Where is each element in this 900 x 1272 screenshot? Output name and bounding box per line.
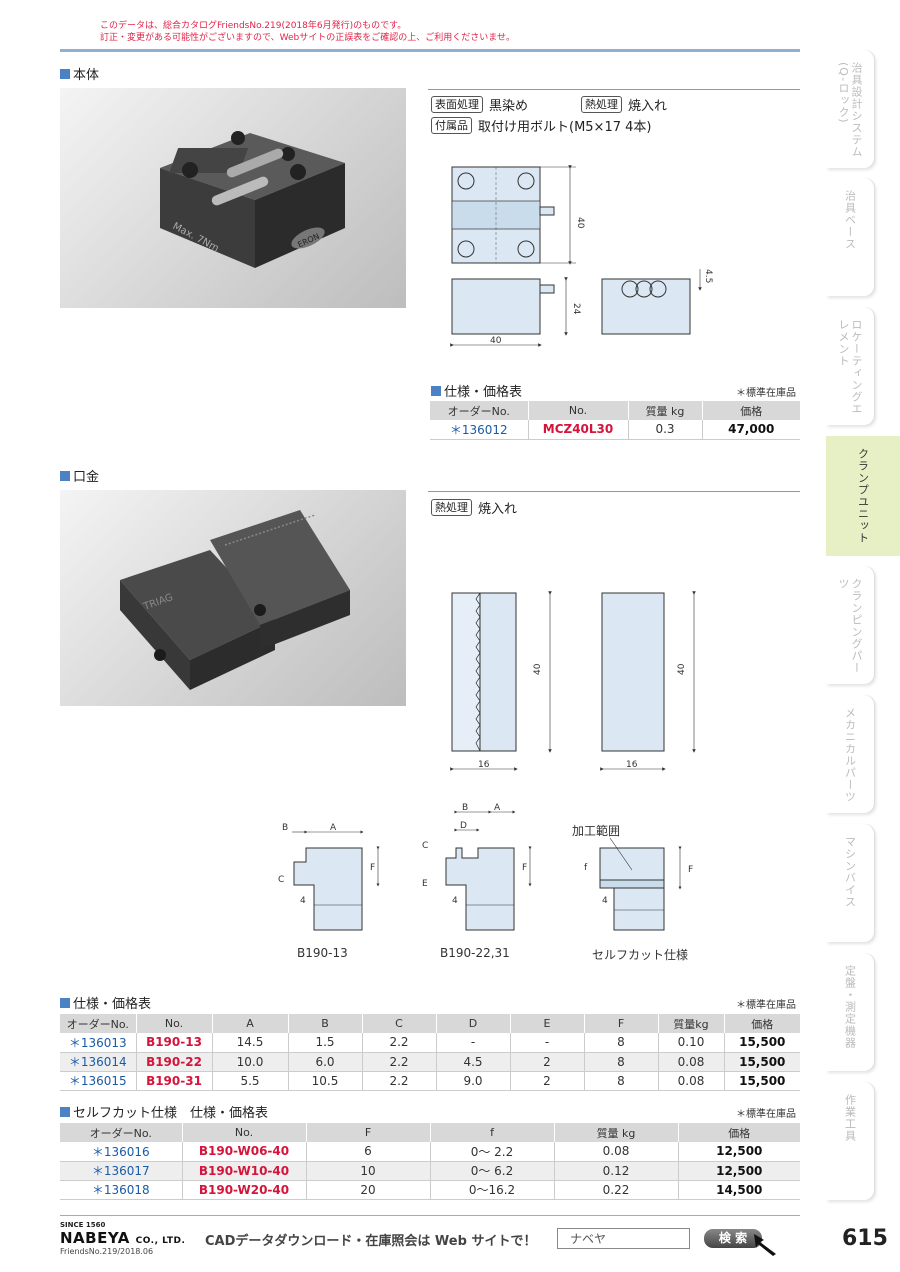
notice-line-1: このデータは、総合カタログFriendsNo.219(2018年6月発行)のもの… — [100, 21, 407, 31]
body-technical-drawing: 40 24 40 4.5 — [450, 165, 713, 347]
clamp-body-illustration: Max. 7Nm ERON — [160, 131, 345, 268]
category-sidebar: 治具設計システム (Q-ロック) 治具ベース ロケーティングエレメント クランプ… — [826, 50, 900, 1200]
sidebar-item-locating-element[interactable]: ロケーティングエレメント — [826, 307, 874, 425]
spec-rule — [428, 89, 800, 90]
sidebar-item-jig-base[interactable]: 治具ベース — [826, 178, 874, 296]
stock-note-3: ＊標準在庫品 — [736, 1109, 796, 1120]
search-input[interactable]: ナベヤ — [557, 1228, 690, 1249]
catalog-notice: このデータは、総合カタログFriendsNo.219(2018年6月発行)のもの… — [100, 20, 515, 44]
dim-label-b-2: B — [462, 803, 468, 813]
dim-height-40-a: 40 — [533, 663, 543, 675]
notice-line-2: 訂正・変更がある可能性がございますので、Webサイトの正誤表をご確認の上、ご利用… — [100, 33, 515, 43]
caption-b190-13: B190-13 — [297, 946, 348, 960]
body-spec-table: オーダーNo. No. 質量 kg 価格 ＊136012 MCZ40L30 0.… — [430, 401, 800, 440]
section-marker-icon — [60, 68, 70, 79]
dim-width-16-a: 16 — [478, 760, 490, 770]
table-row: ＊136012 MCZ40L30 0.3 47,000 — [430, 420, 800, 440]
body-table-title: 仕様・価格表 — [431, 381, 522, 400]
dim-label-f-2: F — [522, 863, 527, 873]
dim-label-c-2: C — [422, 841, 428, 851]
heat-treatment-value: 焼入れ — [628, 99, 668, 114]
dim-label-c: C — [278, 875, 284, 885]
dim-label-small-f: f — [584, 863, 588, 873]
accessory-row: 付属品 取付け用ボルト(M5×17 4本) — [431, 116, 651, 135]
section-marker-icon — [60, 470, 70, 481]
section-marker-icon — [60, 997, 70, 1008]
sidebar-item-surface-plate[interactable]: 定盤・測定機器 — [826, 953, 874, 1071]
accessory-tag: 付属品 — [431, 117, 472, 134]
accessory-value: 取付け用ボルト(M5×17 4本) — [478, 120, 652, 135]
caption-self-cut: セルフカット仕様 — [592, 948, 689, 962]
sidebar-item-work-tools[interactable]: 作業工具 — [826, 1082, 874, 1200]
dim-label-f: F — [370, 863, 375, 873]
dim-height-4-5: 4.5 — [703, 269, 713, 283]
dim-width-16-b: 16 — [626, 760, 638, 770]
jaw-product-photo: TRIAG — [60, 490, 406, 706]
stock-note: ＊標準在庫品 — [736, 388, 796, 399]
jaw-illustration: TRIAG — [120, 510, 350, 690]
selfcut-table-title: セルフカット仕様 仕様・価格表 — [60, 1102, 268, 1121]
jaw-section-title: 口金 — [60, 466, 99, 485]
heat-treatment-tag: 熱処理 — [431, 499, 472, 516]
dim-label-4-3: 4 — [602, 896, 608, 906]
sidebar-item-jig-system[interactable]: 治具設計システム (Q-ロック) — [826, 50, 874, 168]
cursor-arrow-icon — [754, 1234, 776, 1256]
jaw-profile-drawings: B A C F 4 B A D C E F 4 加工範囲 f F 4 — [278, 803, 693, 931]
header-rule — [60, 49, 800, 52]
jaw-technical-drawing: 40 16 40 16 — [450, 591, 696, 771]
sidebar-item-clamp-unit[interactable]: クランプユニット — [826, 436, 900, 556]
friends-catalog-no: FriendsNo.219/2018.06 — [60, 1247, 154, 1256]
since-text: SINCE 1560 — [60, 1221, 106, 1229]
sidebar-item-machine-vise[interactable]: マシンバイス — [826, 824, 874, 942]
dim-label-a-2: A — [494, 803, 501, 813]
jaw-table-title: 仕様・価格表 — [60, 993, 151, 1012]
jaw-heat-treatment-row: 熱処理 焼入れ — [431, 498, 517, 517]
machining-area-label: 加工範囲 — [572, 823, 620, 838]
surface-treatment-value: 黒染め — [489, 99, 529, 114]
dim-height-40: 40 — [575, 217, 585, 229]
body-section-title: 本体 — [60, 64, 99, 83]
page-number: 615 — [842, 1226, 888, 1251]
dim-label-e: E — [422, 879, 428, 889]
dim-height-24: 24 — [571, 303, 581, 315]
dim-label-d: D — [460, 821, 467, 831]
section-marker-icon — [431, 385, 441, 396]
dim-height-40-b: 40 — [677, 663, 687, 675]
spec-rule — [428, 491, 800, 492]
caption-b190-22-31: B190-22,31 — [440, 946, 510, 960]
surface-treatment-tag: 表面処理 — [431, 96, 483, 113]
sidebar-item-clamping-parts[interactable]: クランピングパーツ — [826, 566, 874, 684]
search-button[interactable]: 検 索 — [704, 1229, 762, 1248]
surface-treatment-row: 表面処理 黒染め 熱処理 焼入れ — [431, 95, 667, 114]
dim-label-4-2: 4 — [452, 896, 458, 906]
dim-label-b: B — [282, 823, 288, 833]
stock-note-2: ＊標準在庫品 — [736, 1000, 796, 1011]
sidebar-item-mechanical-parts[interactable]: メカニカルパーツ — [826, 695, 874, 813]
section-marker-icon — [60, 1106, 70, 1117]
dim-label-a: A — [330, 823, 337, 833]
footer-rule — [60, 1215, 800, 1216]
body-product-photo: Max. 7Nm ERON — [60, 88, 406, 308]
dim-label-4: 4 — [300, 896, 306, 906]
dim-label-f-3: F — [688, 865, 693, 875]
nabeya-logo: NABEYA CO., LTD. — [60, 1229, 186, 1247]
dim-width-40: 40 — [490, 336, 502, 346]
heat-treatment-tag: 熱処理 — [581, 96, 622, 113]
cad-download-text: CADデータダウンロード・在庫照会は Web サイトで！ — [205, 1234, 537, 1249]
heat-treatment-value: 焼入れ — [478, 502, 518, 517]
